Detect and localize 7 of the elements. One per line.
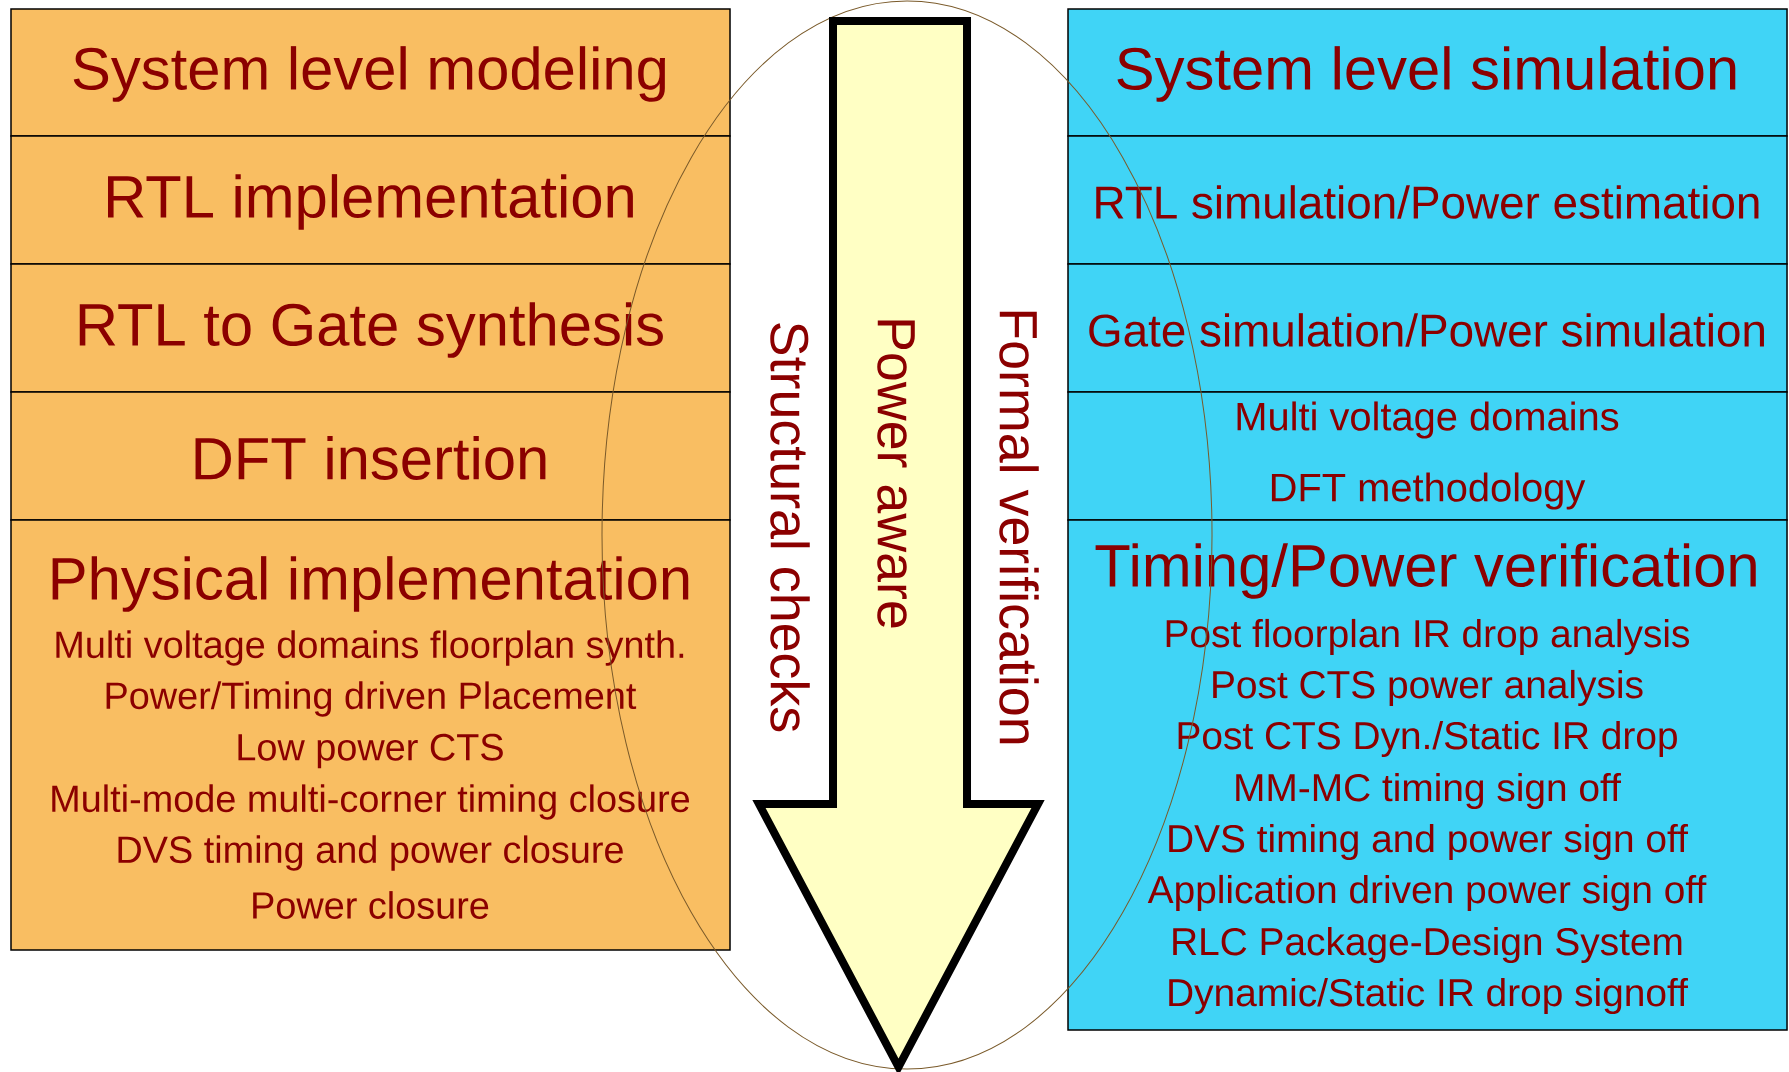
process-box: DFT insertion <box>10 391 731 521</box>
process-box: Multi voltage domains DFT methodology <box>1067 391 1788 521</box>
process-box: RTL to Gate synthesis <box>10 263 731 393</box>
process-box: System level simulation <box>1067 8 1788 137</box>
process-box: Gate simulation/Power simulation <box>1067 263 1788 393</box>
process-box: System level modeling <box>10 8 731 137</box>
process-box: RTL implementation <box>10 135 731 265</box>
